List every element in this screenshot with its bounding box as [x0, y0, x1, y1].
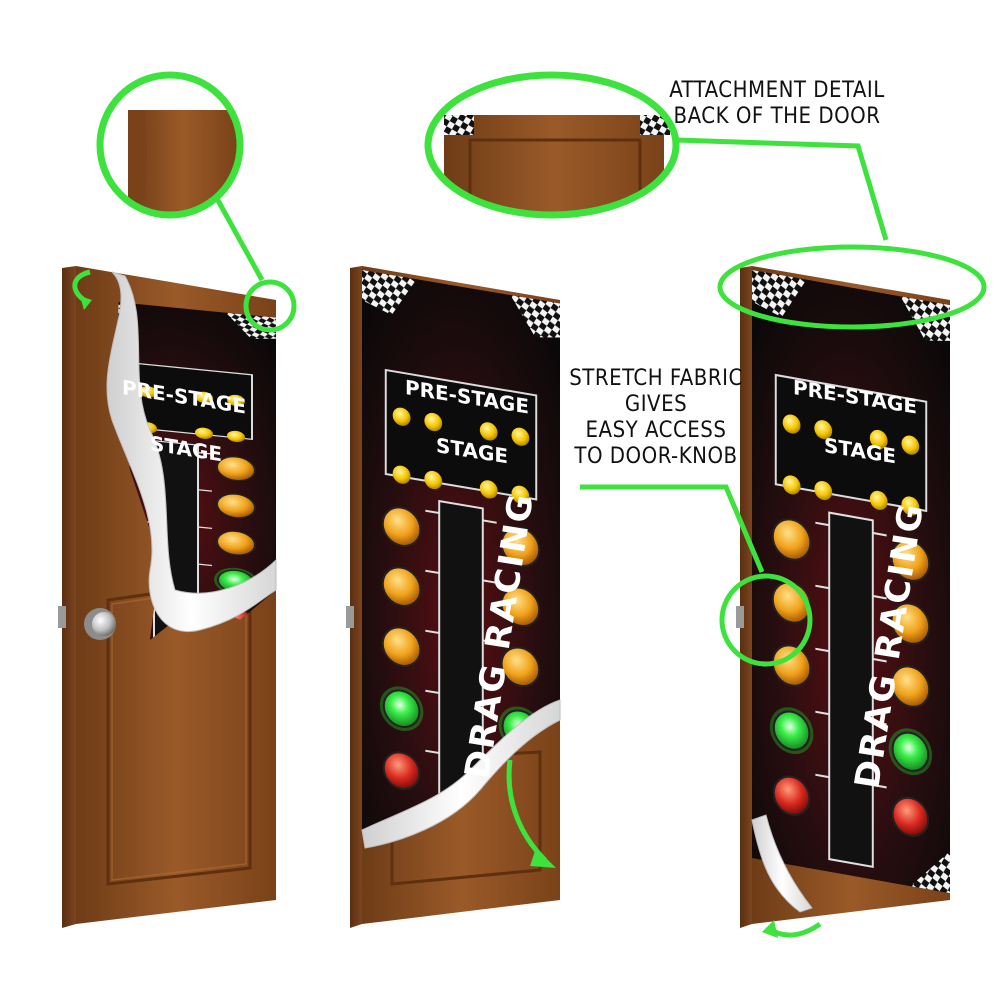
door-right: [736, 266, 950, 938]
fabric-peel: [751, 814, 813, 913]
callout-line: GIVES: [624, 391, 688, 417]
callout-line: TO DOOR-KNOB: [574, 443, 738, 469]
door-left: [58, 266, 277, 928]
curved-arrow-icon: [506, 759, 556, 868]
magnifier-circle-icon: [580, 484, 813, 667]
magnifier-circle-icon: [96, 71, 297, 333]
stretch-callout: STRETCH FABRIC GIVES EASY ACCESS TO DOOR…: [566, 366, 746, 470]
fabric-peel: [106, 271, 277, 633]
magnifier-circle-icon: [424, 71, 987, 330]
callout-line: ATTACHMENT DETAIL: [669, 78, 885, 103]
callout-line: STRETCH FABRIC: [569, 366, 743, 391]
attachment-callout: ATTACHMENT DETAIL BACK OF THE DOOR: [662, 78, 892, 130]
callout-line: BACK OF THE DOOR: [673, 103, 881, 129]
door-knob-icon: [84, 608, 116, 640]
door-middle: [346, 266, 561, 928]
callout-line: EASY ACCESS: [585, 417, 727, 443]
fabric-peel: [361, 699, 561, 849]
curved-arrow-icon: [72, 269, 92, 310]
curved-arrow-icon: [762, 920, 822, 938]
